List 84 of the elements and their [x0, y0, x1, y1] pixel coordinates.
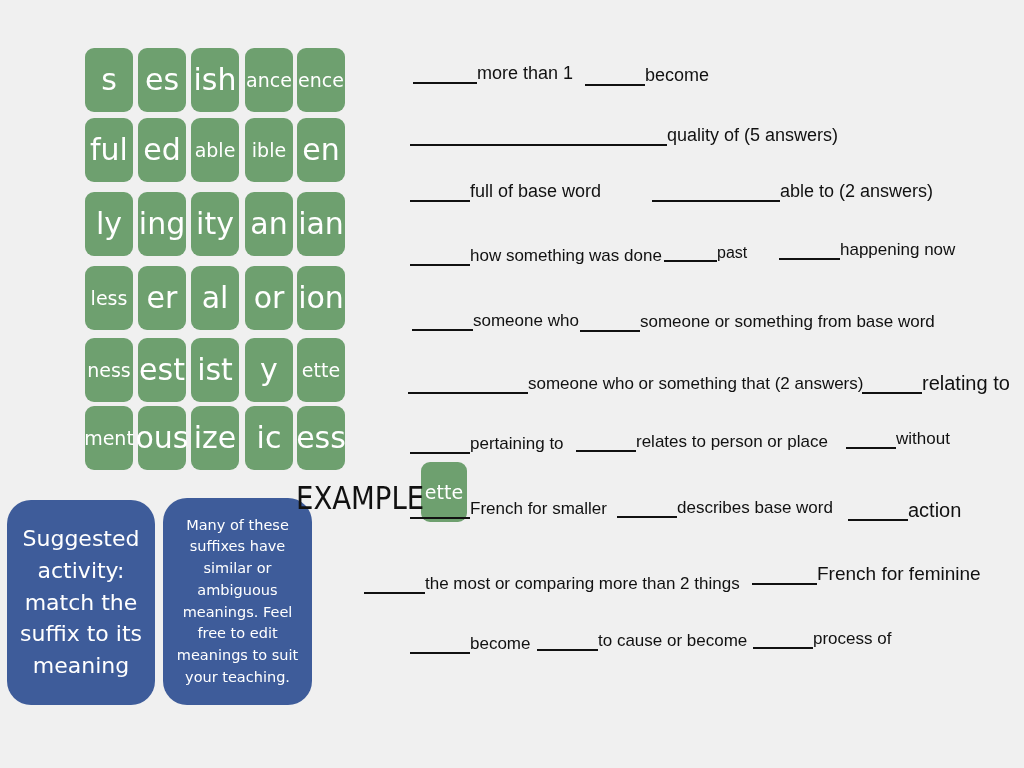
suffix-text: ence [298, 70, 344, 90]
meaning-text: French for feminine [817, 564, 981, 585]
meaning-text: past [717, 244, 748, 262]
suffix-text: ance [246, 70, 292, 90]
suffix-text: est [139, 355, 185, 385]
suffix-tile [85, 266, 133, 330]
meaning-text: happening now [840, 241, 956, 260]
suffix-text: ish [193, 65, 237, 95]
meaning-text: someone who [473, 312, 579, 331]
meaning-text: someone or something from base word [640, 313, 935, 332]
meaning-text: able to (2 answers) [780, 182, 934, 202]
suffix-text: es [144, 65, 180, 95]
suffix-text: ize [193, 423, 237, 453]
suffix-text: ful [90, 135, 128, 165]
suffix-text: ible [251, 140, 287, 160]
suffix-text: ity [196, 209, 234, 239]
meaning-text: describes base word [677, 499, 833, 518]
meaning-text: full of base word [470, 182, 602, 202]
suffix-text: al [201, 283, 229, 313]
meaning-text: action [908, 499, 962, 521]
suffix-text: ette [424, 482, 464, 502]
suffix-text: ette [301, 360, 341, 380]
suffix-tile [138, 192, 186, 256]
suffix-text: ist [197, 355, 233, 385]
suffix-tile [297, 266, 345, 330]
meaning-text: without [896, 430, 950, 449]
meaning-text: how something was done [470, 247, 662, 266]
suffix-text: ly [95, 209, 123, 239]
suffix-tile [191, 338, 239, 402]
suffix-text: or [253, 283, 285, 313]
suffix-tile [138, 48, 186, 112]
suffix-text: s [101, 65, 117, 95]
meaning-text: someone who or something that (2 answers) [528, 375, 864, 394]
suffix-text: an [250, 209, 288, 239]
meaning-text: more than 1 [477, 64, 574, 84]
suffix-tile [245, 338, 293, 402]
suffix-tile [85, 118, 133, 182]
suffix-tile [85, 338, 133, 402]
note-card [7, 500, 155, 705]
suffix-text: ic [256, 423, 282, 453]
suffix-tile [138, 266, 186, 330]
suffix-tile [191, 406, 239, 470]
meaning-text: relates to person or place [636, 433, 828, 452]
meaning-text: to cause or become [598, 632, 748, 651]
suffix-tile [245, 266, 293, 330]
suffix-text: ness [87, 360, 131, 380]
suffix-tile [297, 406, 345, 470]
meaning-text: become [645, 66, 710, 86]
suffix-tile [85, 48, 133, 112]
suffix-tile [245, 118, 293, 182]
suffix-text: ian [298, 209, 344, 239]
suffix-tile [191, 266, 239, 330]
suffix-text: er [146, 283, 178, 313]
suffix-text: ion [298, 283, 344, 313]
meaning-text: relating to [922, 372, 1010, 394]
suffix-tile [245, 406, 293, 470]
suffix-tile [138, 338, 186, 402]
meaning-text: the most or comparing more than 2 things [425, 575, 740, 594]
suffix-text: ess [296, 423, 346, 453]
note-text: Suggested activity: match the suffix to its meaning [19, 524, 143, 681]
note-text: Many of these suffixes have similar or ambiguous meanings. Feel free to edit meanings to suit your teaching. [175, 515, 300, 687]
suffix-tile [245, 48, 293, 112]
suffix-tile [297, 48, 345, 112]
suffix-text: y [260, 355, 278, 385]
suffix-tile [191, 118, 239, 182]
suffix-text: less [90, 288, 128, 308]
suffix-tile [191, 192, 239, 256]
suffix-text: able [194, 140, 236, 160]
meaning-text: become [470, 635, 531, 654]
suffix-tile [297, 118, 345, 182]
suffix-text: ed [143, 135, 181, 165]
suffix-tile [138, 118, 186, 182]
suffix-tile [421, 462, 467, 522]
suffix-text: ing [138, 209, 186, 239]
meaning-text: pertaining to [470, 435, 564, 454]
meaning-text: process of [813, 630, 892, 649]
suffix-tile [85, 192, 133, 256]
meaning-text: quality of (5 answers) [667, 126, 839, 146]
suffix-tile [191, 48, 239, 112]
suffix-tile [245, 192, 293, 256]
suffix-tile [297, 338, 345, 402]
suffix-tile [297, 192, 345, 256]
suffix-text: en [302, 135, 340, 165]
meaning-text: French for smaller [470, 500, 607, 519]
